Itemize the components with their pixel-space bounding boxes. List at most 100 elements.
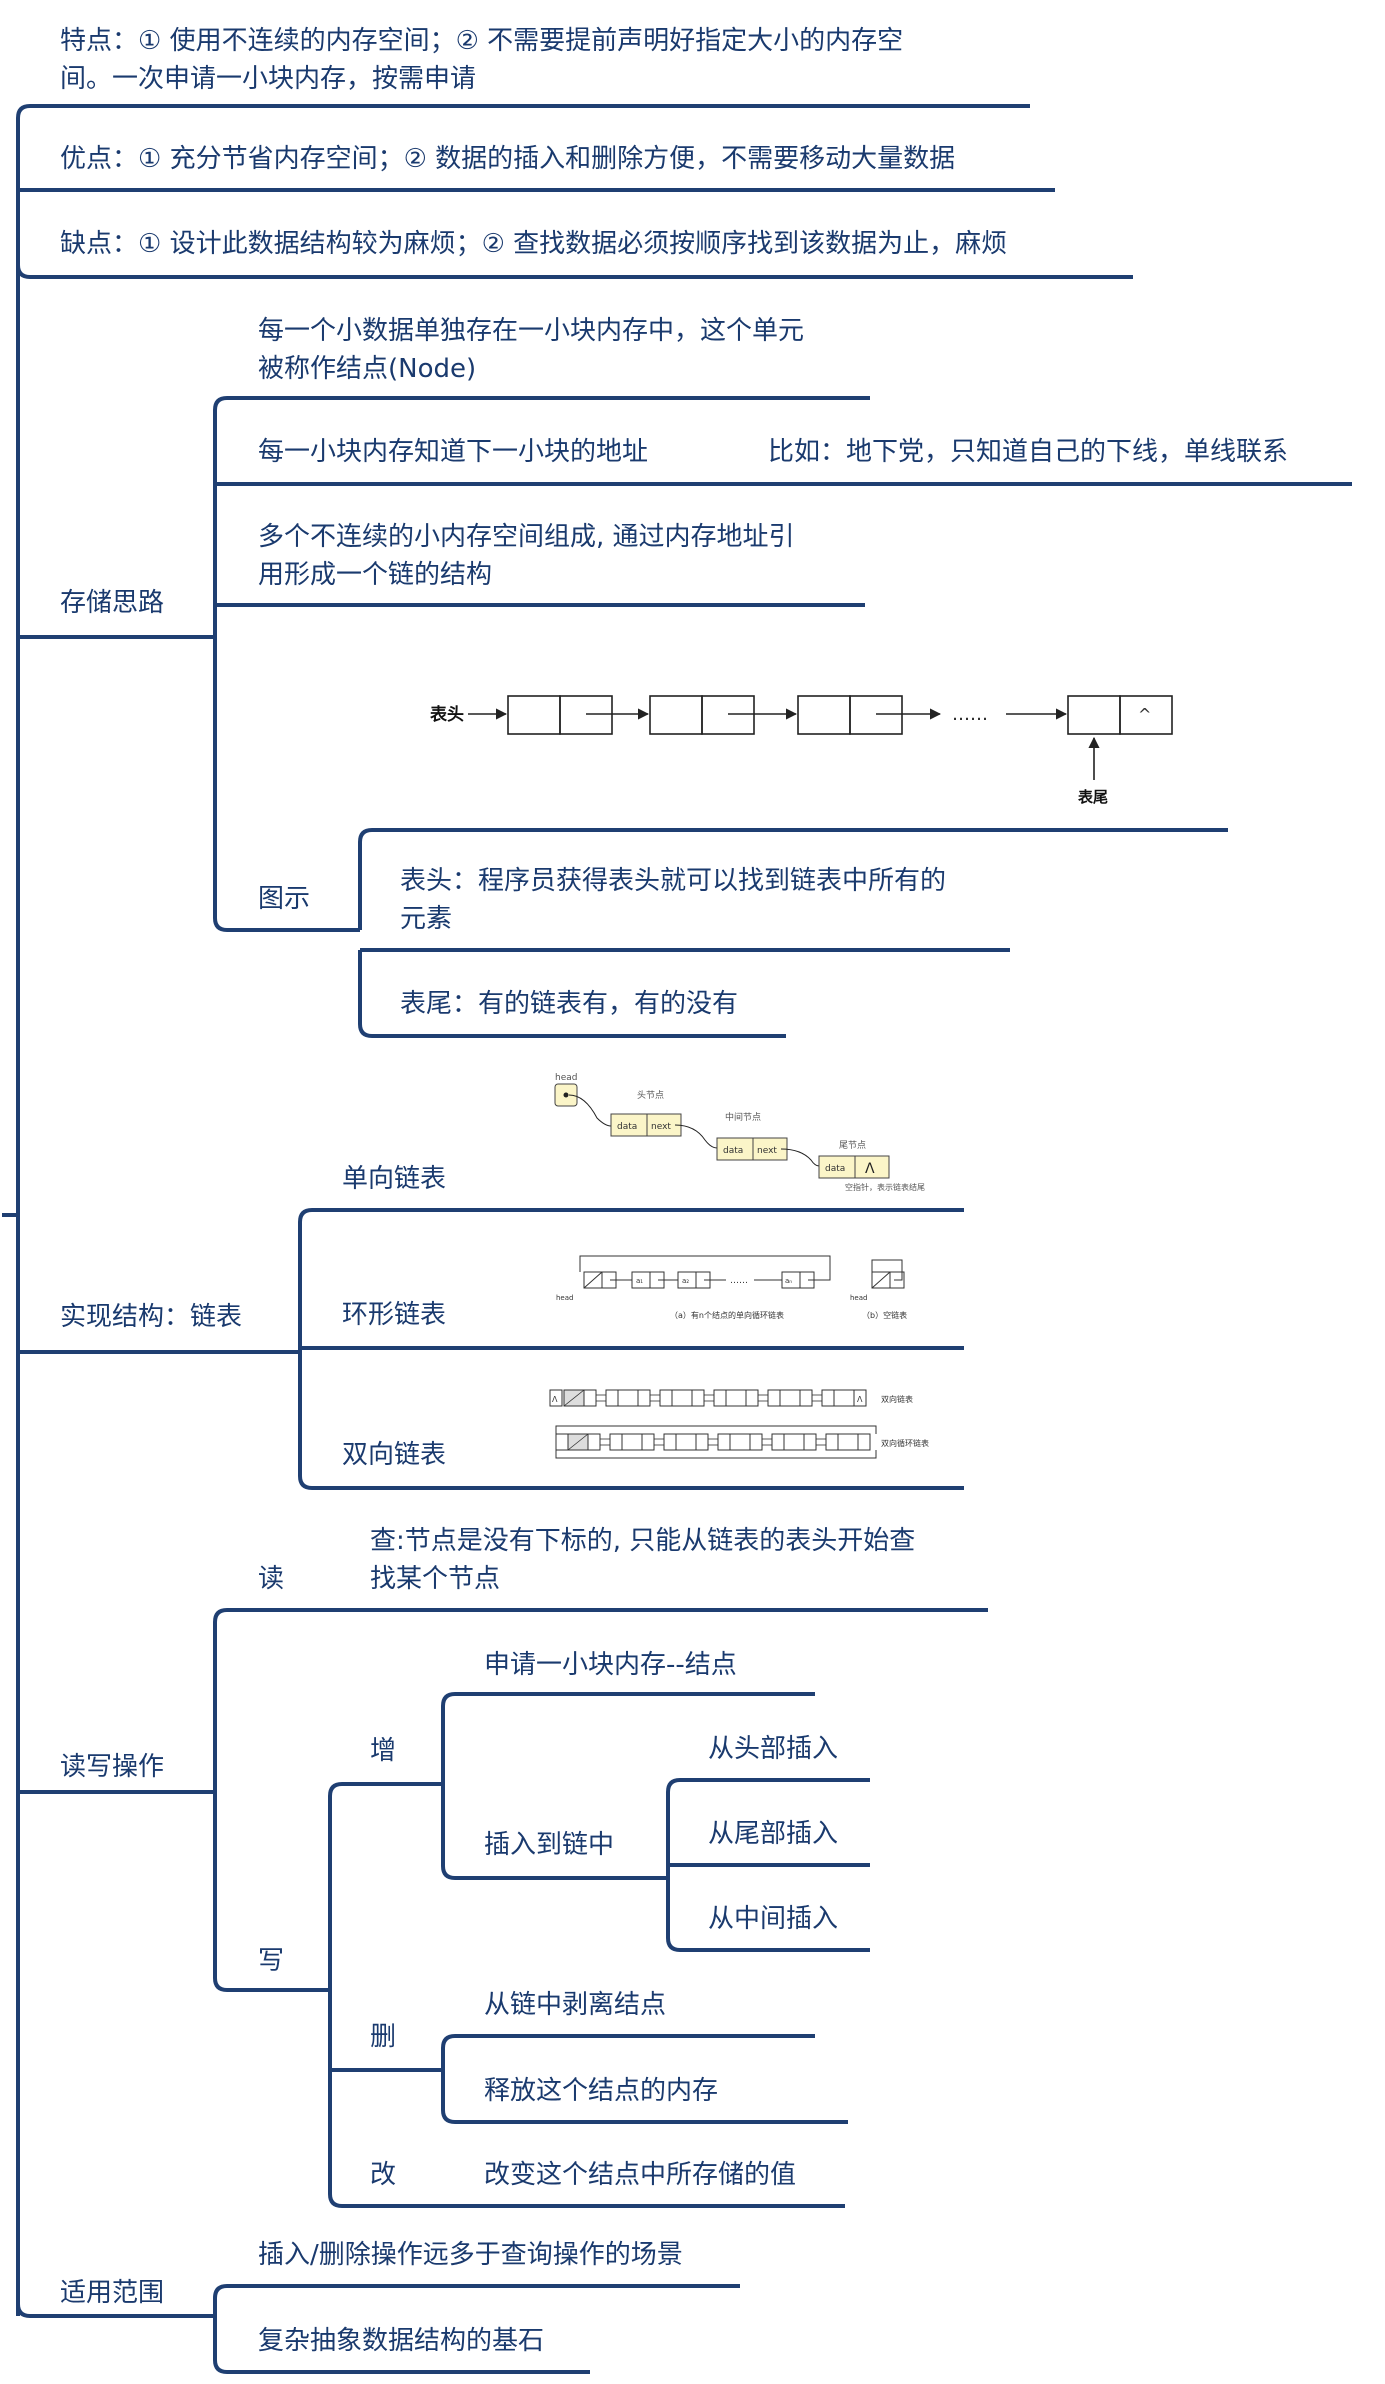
features-text: 特点：① 使用不连续的内存空间；② 不需要提前声明好指定大小的内存空 间。一次申…: [60, 26, 904, 94]
change-text: 改变这个结点中所存储的值: [484, 2160, 797, 2190]
doubly-node-next: [695, 1433, 709, 1451]
insert-head-text: 从头部插入: [708, 1734, 839, 1764]
doubly-node-prev: [605, 1389, 619, 1407]
tail-desc-text: 表尾：有的链表有，有的没有: [400, 989, 739, 1019]
read-label: 读: [258, 1564, 285, 1594]
doubly-caption-2: 双向循环链表: [881, 1438, 929, 1448]
doubly-node-prev: [771, 1433, 785, 1451]
circular-caption-a: （a）有n个结点的单向循环链表: [670, 1310, 784, 1320]
doubly-node-data: [783, 1433, 805, 1451]
figure-node-1: [507, 695, 613, 735]
circular-a2: a₂: [682, 1277, 689, 1285]
insert-mid-text: 从中间插入: [708, 1904, 839, 1934]
doubly-list-row: Λ Λ: [549, 1389, 867, 1407]
doubly-node-data: [725, 1389, 747, 1407]
singly-list-figure: head 头节点 data next 中间节点 data next 尾节点 da…: [554, 1073, 925, 1192]
chain-desc-text: 多个不连续的小内存空间组成, 通过内存地址引 用形成一个链的结构: [258, 522, 795, 590]
figure-node-3: [797, 695, 903, 735]
storage-label: 存储思路: [60, 588, 165, 618]
doubly-node-next: [803, 1433, 817, 1451]
mod-label: 改: [370, 2160, 397, 2190]
doubly-label: 双向链表: [342, 1440, 447, 1470]
doubly-node-prev: [821, 1389, 835, 1407]
doubly-node-next: [799, 1389, 813, 1407]
doubly-node-next: [641, 1433, 655, 1451]
singly-data-2: data: [723, 1146, 743, 1156]
doubly-node-prev: [713, 1389, 727, 1407]
circular-caption-b: （b）空链表: [862, 1310, 907, 1320]
circular-an: aₙ: [785, 1277, 792, 1285]
singly-tail-node-label: 尾节点: [839, 1140, 866, 1151]
doubly-node-data: [729, 1433, 751, 1451]
figure-ellipsis: ……: [952, 704, 988, 725]
next-addr-text: 每一小块内存知道下一小块的地址: [258, 437, 649, 467]
doubly-node-data: [671, 1389, 693, 1407]
scope-text-2: 复杂抽象数据结构的基石: [258, 2326, 545, 2356]
head-desc-text: 表头：程序员获得表头就可以找到链表中所有的 元素: [400, 866, 947, 934]
free-text: 释放这个结点的内存: [484, 2076, 719, 2106]
doubly-null-right: Λ: [857, 1395, 863, 1404]
doubly-null-left: Λ: [552, 1395, 558, 1404]
write-label: 写: [258, 1946, 285, 1976]
figure-tail-label: 表尾: [1078, 788, 1108, 806]
doubly-list-figure: Λ Λ 双向链表 双向循环链表: [549, 1389, 929, 1459]
circular-head-label-b: head: [850, 1294, 867, 1302]
doubly-node-next: [749, 1433, 763, 1451]
doubly-node-data: [779, 1389, 801, 1407]
singly-next-1: next: [651, 1122, 671, 1132]
figure-head-label: 表头: [430, 704, 464, 725]
doubly-node-prev: [717, 1433, 731, 1451]
circular-head-label: head: [556, 1294, 573, 1302]
doubly-node-next: [691, 1389, 705, 1407]
rw-label: 读写操作: [60, 1752, 165, 1782]
scope-text-1: 插入/删除操作远多于查询操作的场景: [258, 2240, 683, 2270]
doubly-node-data: [617, 1389, 639, 1407]
doubly-node-prev: [767, 1389, 781, 1407]
del-label: 删: [370, 2022, 397, 2052]
doubly-node-prev: [663, 1433, 677, 1451]
pros-text: 优点：① 充分节省内存空间；② 数据的插入和删除方便，不需要移动大量数据: [60, 144, 956, 174]
doubly-node-next: [853, 1389, 867, 1407]
doubly-caption-1: 双向链表: [881, 1394, 913, 1404]
doubly-node-prev: [659, 1389, 673, 1407]
singly-null-mark: Λ: [865, 1161, 875, 1177]
insert-tail-text: 从尾部插入: [708, 1819, 839, 1849]
impl-label: 实现结构：链表: [60, 1302, 243, 1332]
circular-dots: ……: [730, 1276, 748, 1286]
add-label: 增: [370, 1736, 397, 1766]
doubly-node-prev: [609, 1433, 623, 1451]
doubly-node-next: [637, 1389, 651, 1407]
read-desc-text: 查:节点是没有下标的, 只能从链表的表头开始查 找某个节点: [370, 1526, 916, 1594]
doubly-node-data: [833, 1389, 855, 1407]
circular-list-figure: head a₁ a₂ …… aₙ （a）有n个结点的单向循环链表 head （b…: [556, 1255, 907, 1320]
singly-next-2: next: [757, 1146, 777, 1156]
doubly-circular-row: [555, 1425, 877, 1459]
figure-tail-node: [1067, 695, 1173, 735]
example-text: 比如：地下党，只知道自己的下线，单线联系: [768, 437, 1289, 467]
doubly-node-prev: [825, 1433, 839, 1451]
node-desc-text: 每一个小数据单独存在一小块内存中，这个单元 被称作结点(Node): [258, 316, 805, 384]
circular-label: 环形链表: [342, 1300, 447, 1330]
singly-head-node-label: 头节点: [637, 1090, 664, 1101]
singly-data-1: data: [617, 1122, 637, 1132]
singly-label: 单向链表: [342, 1164, 447, 1194]
doubly-node-next: [745, 1389, 759, 1407]
singly-mid-node-label: 中间节点: [725, 1111, 761, 1123]
scope-label: 适用范围: [60, 2278, 165, 2308]
alloc-text: 申请一小块内存--结点: [484, 1650, 737, 1680]
figure-null-mark: ^: [1138, 705, 1151, 724]
singly-data-3: data: [825, 1164, 845, 1174]
circular-a1: a₁: [636, 1277, 643, 1285]
insert-label: 插入到链中: [484, 1830, 615, 1860]
detach-text: 从链中剥离结点: [484, 1990, 667, 2020]
singly-head-label: head: [555, 1073, 577, 1083]
figure-label: 图示: [258, 884, 311, 914]
doubly-node-data: [621, 1433, 643, 1451]
doubly-node-data: [837, 1433, 859, 1451]
linked-list-figure: 表头 …… ^ 表尾: [430, 695, 1173, 806]
singly-null-note: 空指针，表示链表结尾: [845, 1182, 925, 1192]
cons-text: 缺点：① 设计此数据结构较为麻烦；② 查找数据必须按顺序找到该数据为止，麻烦: [60, 229, 1008, 259]
doubly-node-data: [675, 1433, 697, 1451]
